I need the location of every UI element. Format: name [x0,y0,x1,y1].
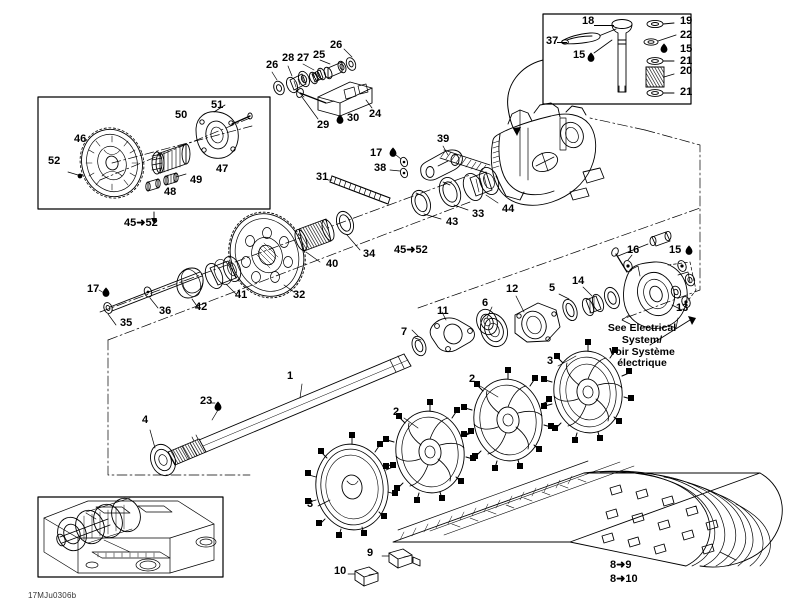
callout-49: 49 [190,174,203,186]
callout-33: 33 [472,208,485,220]
range-8-10: 8➜10 [610,573,638,585]
callout-24: 24 [369,108,382,120]
callout-1: 1 [287,370,294,382]
callout-41: 41 [235,289,248,301]
callout-38: 38 [374,162,387,174]
callout-25: 25 [313,49,326,61]
callout-10: 10 [334,565,347,577]
callout-6: 6 [482,297,489,309]
callout-43: 43 [446,216,459,228]
callout-47: 47 [216,163,229,175]
callout-46: 46 [74,133,87,145]
callout-14: 14 [572,275,585,287]
callout-34: 34 [363,248,376,260]
callout-52: 52 [48,155,61,167]
callout-32: 32 [293,289,306,301]
electrical-system-note: See Electrical System/ Voir Système élec… [607,322,677,370]
callout-2-second: 2 [469,373,476,385]
callout-15-right: 15 [669,244,682,256]
range-45-52-center: 45➜52 [394,244,428,256]
callout-30: 30 [347,112,360,124]
callout-48: 48 [164,186,177,198]
callout-31: 31 [316,171,329,183]
callout-42: 42 [195,301,208,313]
callout-15-top: 15 [680,43,693,55]
callout-16: 16 [627,244,640,256]
figure-code: 17MJu0306b [28,591,77,600]
leader-18 [594,25,614,26]
range-8-9: 8➜9 [610,559,632,571]
callout-15-inner: 15 [573,49,586,61]
callout-44: 44 [502,203,515,215]
callout-29: 29 [317,119,330,131]
callout-2-first: 2 [393,406,400,418]
callout-22: 22 [680,29,693,41]
callout-18: 18 [582,15,595,27]
range-45-52-left: 45➜52 [124,217,158,229]
callout-13: 13 [676,302,689,314]
callout-23: 23 [200,395,213,407]
callout-3-right: 3 [547,355,554,367]
callout-21-upper: 21 [680,55,693,67]
callout-12: 12 [506,283,519,295]
callout-21-lower: 21 [680,86,693,98]
callout-4: 4 [142,414,149,426]
callout-3-left: 3 [307,498,314,510]
callout-26-right: 26 [330,39,343,51]
leader-37 [557,42,567,43]
callout-7: 7 [401,326,408,338]
callout-20: 20 [680,65,693,77]
callout-5: 5 [549,282,556,294]
callout-50: 50 [175,109,188,121]
callout-11: 11 [437,305,449,317]
callout-35: 35 [120,317,133,329]
callout-17-upper: 17 [370,147,383,159]
callout-36: 36 [159,305,172,317]
callout-51: 51 [211,99,224,111]
callout-26-left: 26 [266,59,279,71]
callout-9: 9 [367,547,374,559]
callout-37: 37 [546,35,559,47]
callout-40: 40 [326,258,339,270]
callout-17-lower: 17 [87,283,100,295]
callout-28: 28 [282,52,295,64]
callout-39: 39 [437,133,450,145]
callout-27: 27 [297,52,310,64]
callout-19: 19 [680,15,693,27]
